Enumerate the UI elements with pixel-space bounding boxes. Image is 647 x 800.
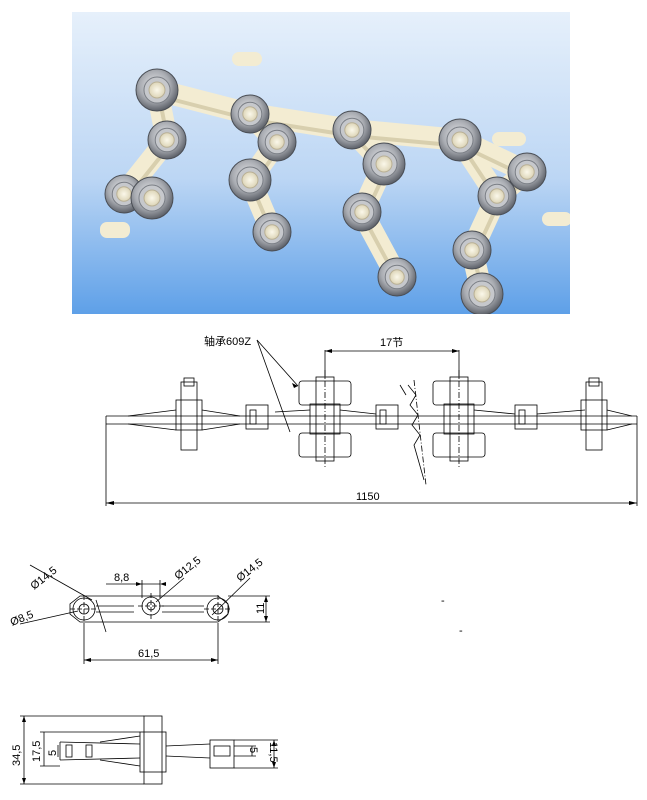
plastic-tab [542, 212, 570, 226]
spacing-label: 8,8 [114, 572, 129, 584]
bearing-hub [489, 188, 505, 204]
bearing-hub [375, 155, 393, 173]
link-view [19, 564, 270, 664]
bearing-hub [143, 189, 161, 207]
bearing-hub [242, 106, 258, 122]
bearing-hub [344, 122, 360, 138]
bearing-hub [389, 269, 405, 285]
bearing-hub [451, 131, 469, 149]
bearing-label: 轴承609Z [204, 334, 251, 348]
top-view [105, 339, 638, 506]
bearing-hub [269, 134, 285, 150]
dash-mark: - [441, 595, 445, 607]
right-height-label: 11,5 [267, 742, 279, 763]
total-height-label: 34,5 [11, 745, 23, 766]
product-photo [72, 12, 570, 314]
bearing-hub [464, 242, 480, 258]
diameter-label-middle: Ø12,5 [172, 554, 203, 582]
height-label: 11 [255, 603, 267, 614]
bearing-hub [264, 224, 280, 240]
bearing-hub [148, 81, 166, 99]
bearings [104, 68, 547, 314]
pitch-label: 17节 [380, 336, 403, 349]
plastic-tab [232, 52, 262, 66]
bearing-hub [473, 285, 491, 303]
bearing-hub [159, 132, 175, 148]
bearing-hub [519, 164, 535, 180]
inner-height-label: 5 [47, 750, 59, 756]
link-length-label: 61,5 [138, 648, 159, 660]
bearing-hub [354, 204, 370, 220]
mid-height-label: 17,5 [31, 741, 43, 762]
bearing-hub [241, 171, 259, 189]
length-label: 1150 [356, 491, 380, 503]
plastic-tab [100, 222, 130, 238]
diameter-label-left: Ø14,5 [28, 564, 59, 592]
right-inner-label: 5 [247, 747, 259, 753]
dash-mark: - [459, 625, 463, 637]
diameter-label-right: Ø14,5 [234, 556, 265, 584]
plastic-tab [492, 132, 526, 146]
arrowheads [22, 349, 637, 784]
diameter-label-small: Ø8,5 [9, 609, 36, 629]
